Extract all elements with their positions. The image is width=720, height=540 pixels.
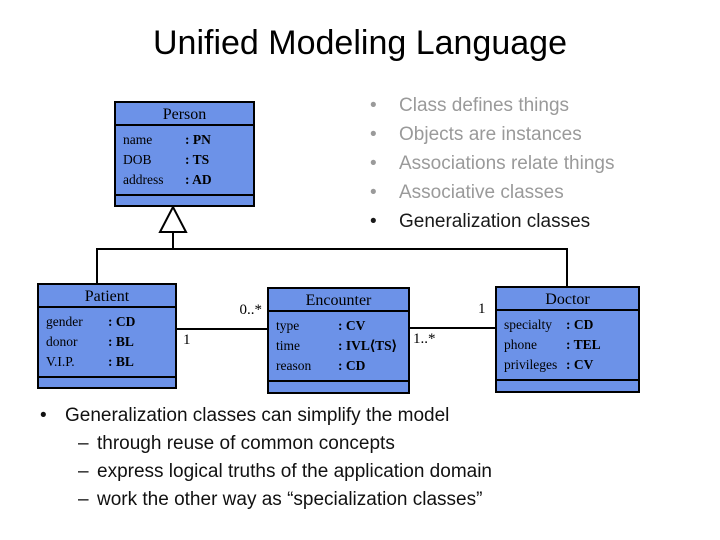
attribute-row: privileges : CV: [504, 355, 636, 375]
multiplicity-encounter-right-end: 1..*: [413, 331, 436, 347]
list-item: • Objects are instances: [370, 120, 614, 149]
attribute-type: : IVL⟨TS⟩: [338, 338, 397, 353]
class-patient: Patient gender : CD donor : BL V.I.P. : …: [37, 283, 177, 389]
attribute-row: phone : TEL: [504, 335, 636, 355]
multiplicity-encounter-left-end: 0..*: [239, 302, 263, 318]
class-doctor-operations-empty: [497, 381, 638, 391]
class-person-operations-empty: [116, 196, 253, 205]
attribute-type: : AD: [185, 172, 212, 187]
bullet-icon: •: [370, 211, 377, 232]
bullet-label: Class defines things: [399, 95, 570, 116]
dash-icon: –: [78, 489, 89, 510]
bullet-label: Associative classes: [399, 182, 564, 203]
footer-sub-line: – express logical truths of the applicat…: [78, 458, 492, 486]
attribute-type: : CD: [108, 314, 136, 329]
bullet-list: • Class defines things • Objects are ins…: [370, 91, 614, 236]
attribute-type: : CD: [338, 358, 366, 373]
class-encounter-name: Encounter: [269, 289, 408, 312]
attribute-name: reason: [276, 358, 312, 373]
attribute-name: name: [123, 132, 153, 147]
dash-icon: –: [78, 461, 89, 482]
attribute-row: donor : BL: [46, 332, 173, 352]
footer-sub-text: through reuse of common concepts: [97, 433, 395, 454]
bullet-icon: •: [40, 405, 47, 426]
class-encounter-attributes: type : CV time : IVL⟨TS⟩ reason : CD: [269, 312, 408, 382]
class-person-attributes: name : PN DOB : TS address : AD: [116, 126, 253, 196]
bullet-icon: •: [370, 182, 377, 203]
multiplicity-patient-end: 1: [183, 332, 191, 348]
class-doctor: Doctor specialty : CD phone : TEL privil…: [495, 286, 640, 393]
slide-title: Unified Modeling Language: [153, 24, 567, 62]
attribute-row: reason : CD: [276, 356, 406, 376]
attribute-row: gender : CD: [46, 312, 173, 332]
class-encounter: Encounter type : CV time : IVL⟨TS⟩ reaso…: [267, 287, 410, 394]
attribute-type: : CD: [566, 317, 594, 332]
footer-sub-text: work the other way as “specialization cl…: [97, 489, 483, 510]
footer-notes: • Generalization classes can simplify th…: [40, 402, 492, 514]
class-doctor-name: Doctor: [497, 288, 638, 311]
attribute-type: : PN: [185, 132, 211, 147]
attribute-type: : BL: [108, 354, 134, 369]
attribute-type: : CV: [338, 318, 366, 333]
attribute-name: phone: [504, 337, 537, 352]
attribute-type: : BL: [108, 334, 134, 349]
footer-sub-text: express logical truths of the applicatio…: [97, 461, 493, 482]
attribute-name: DOB: [123, 152, 152, 167]
attribute-row: time : IVL⟨TS⟩: [276, 336, 406, 356]
attribute-name: privileges: [504, 357, 558, 372]
class-doctor-attributes: specialty : CD phone : TEL privileges : …: [497, 311, 638, 381]
class-person-name: Person: [116, 103, 253, 126]
class-patient-attributes: gender : CD donor : BL V.I.P. : BL: [39, 308, 175, 378]
attribute-type: : TS: [185, 152, 210, 167]
attribute-name: time: [276, 338, 300, 353]
footer-lead-line: • Generalization classes can simplify th…: [40, 402, 492, 430]
dash-icon: –: [78, 433, 89, 454]
attribute-row: V.I.P. : BL: [46, 352, 173, 372]
list-item: • Class defines things: [370, 91, 614, 120]
attribute-name: donor: [46, 334, 78, 349]
list-item: • Associative classes: [370, 178, 614, 207]
attribute-name: specialty: [504, 317, 552, 332]
class-patient-operations-empty: [39, 378, 175, 387]
attribute-row: type : CV: [276, 316, 406, 336]
attribute-row: DOB : TS: [123, 150, 251, 170]
footer-sub-line: – through reuse of common concepts: [78, 430, 492, 458]
attribute-name: V.I.P.: [46, 354, 75, 369]
bullet-icon: •: [370, 95, 377, 116]
attribute-row: address : AD: [123, 170, 251, 190]
class-encounter-operations-empty: [269, 382, 408, 392]
attribute-row: name : PN: [123, 130, 251, 150]
list-item-emphasized: • Generalization classes: [370, 207, 614, 236]
attribute-name: address: [123, 172, 164, 187]
generalization-triangle-icon: [158, 204, 188, 233]
list-item: • Associations relate things: [370, 149, 614, 178]
attribute-row: specialty : CD: [504, 315, 636, 335]
bullet-label: Associations relate things: [399, 153, 615, 174]
multiplicity-doctor-end: 1: [478, 301, 486, 317]
class-patient-name: Patient: [39, 285, 175, 308]
footer-lead-text: Generalization classes can simplify the …: [65, 405, 450, 426]
bullet-icon: •: [370, 153, 377, 174]
footer-sub-line: – work the other way as “specialization …: [78, 486, 492, 514]
bullet-label: Objects are instances: [399, 124, 582, 145]
attribute-type: : CV: [566, 357, 594, 372]
attribute-name: gender: [46, 314, 83, 329]
bullet-icon: •: [370, 124, 377, 145]
attribute-type: : TEL: [566, 337, 601, 352]
class-person: Person name : PN DOB : TS address : AD: [114, 101, 255, 207]
attribute-name: type: [276, 318, 300, 333]
bullet-label: Generalization classes: [399, 211, 591, 232]
